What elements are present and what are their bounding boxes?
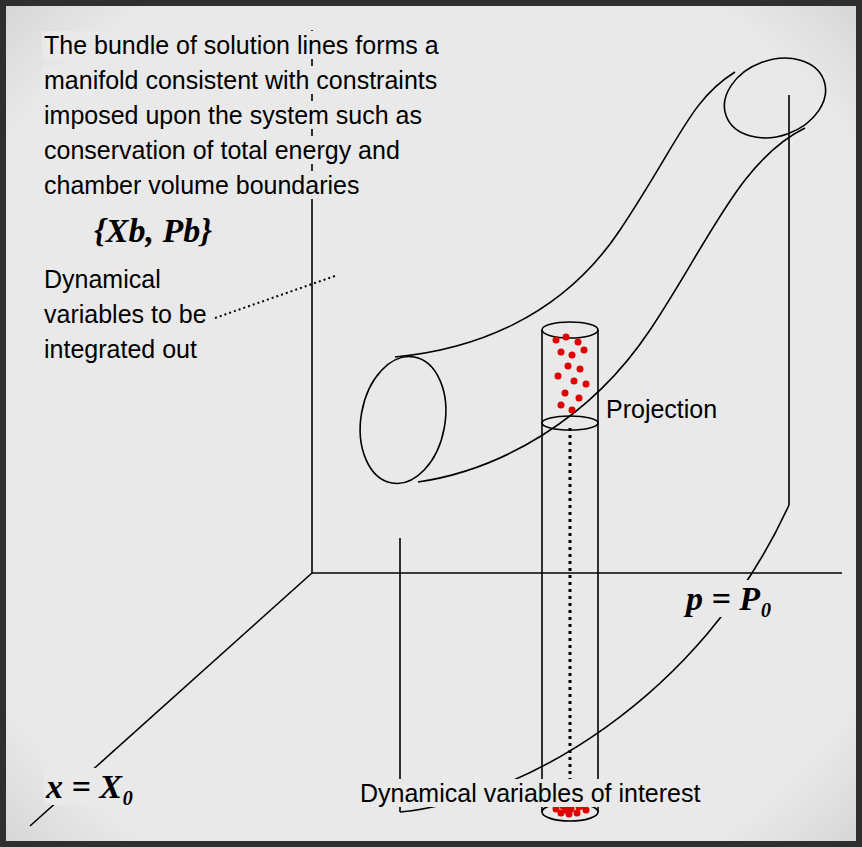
tube-end: [713, 45, 837, 152]
axis-label: x = X₀: [44, 768, 136, 806]
label-text: {Xb, Pb}: [92, 212, 214, 249]
slide-ground: [6, 6, 856, 841]
tube-contour: [395, 72, 735, 357]
cylinder-side: [597, 330, 599, 812]
tube-end: [351, 350, 456, 491]
annotation-note: The bundle of solution lines forms a man…: [42, 28, 502, 203]
sample-points: [553, 334, 590, 414]
cylinder-side: [541, 330, 543, 812]
label-text: Projection: [604, 395, 719, 423]
axis-line: [312, 572, 842, 574]
arrow-label: Projection: [604, 392, 719, 427]
label-text: p = P₀: [684, 580, 774, 617]
tube-contour: [418, 128, 805, 482]
cylinder-cut: [542, 416, 598, 430]
math-label: {Xb, Pb}: [92, 212, 214, 250]
label-text: x = X₀: [44, 768, 136, 805]
label-text: Dynamical variables to be integrated out: [42, 265, 209, 363]
axis-line: [30, 573, 312, 826]
leader-line: [215, 276, 335, 318]
annotation-note: Dynamical variables of interest: [358, 776, 702, 811]
plane-edge: [399, 538, 401, 812]
label-text: The bundle of solution lines forms a man…: [42, 31, 441, 199]
cylinder-end: [542, 322, 598, 338]
annotation-note: Dynamical variables to be integrated out: [42, 262, 220, 367]
plane-edge: [400, 505, 789, 812]
projection-arrow: [569, 428, 572, 790]
plane-label: p = P₀: [684, 580, 774, 618]
plane-edge: [788, 95, 790, 505]
label-text: Dynamical variables of interest: [358, 779, 702, 807]
